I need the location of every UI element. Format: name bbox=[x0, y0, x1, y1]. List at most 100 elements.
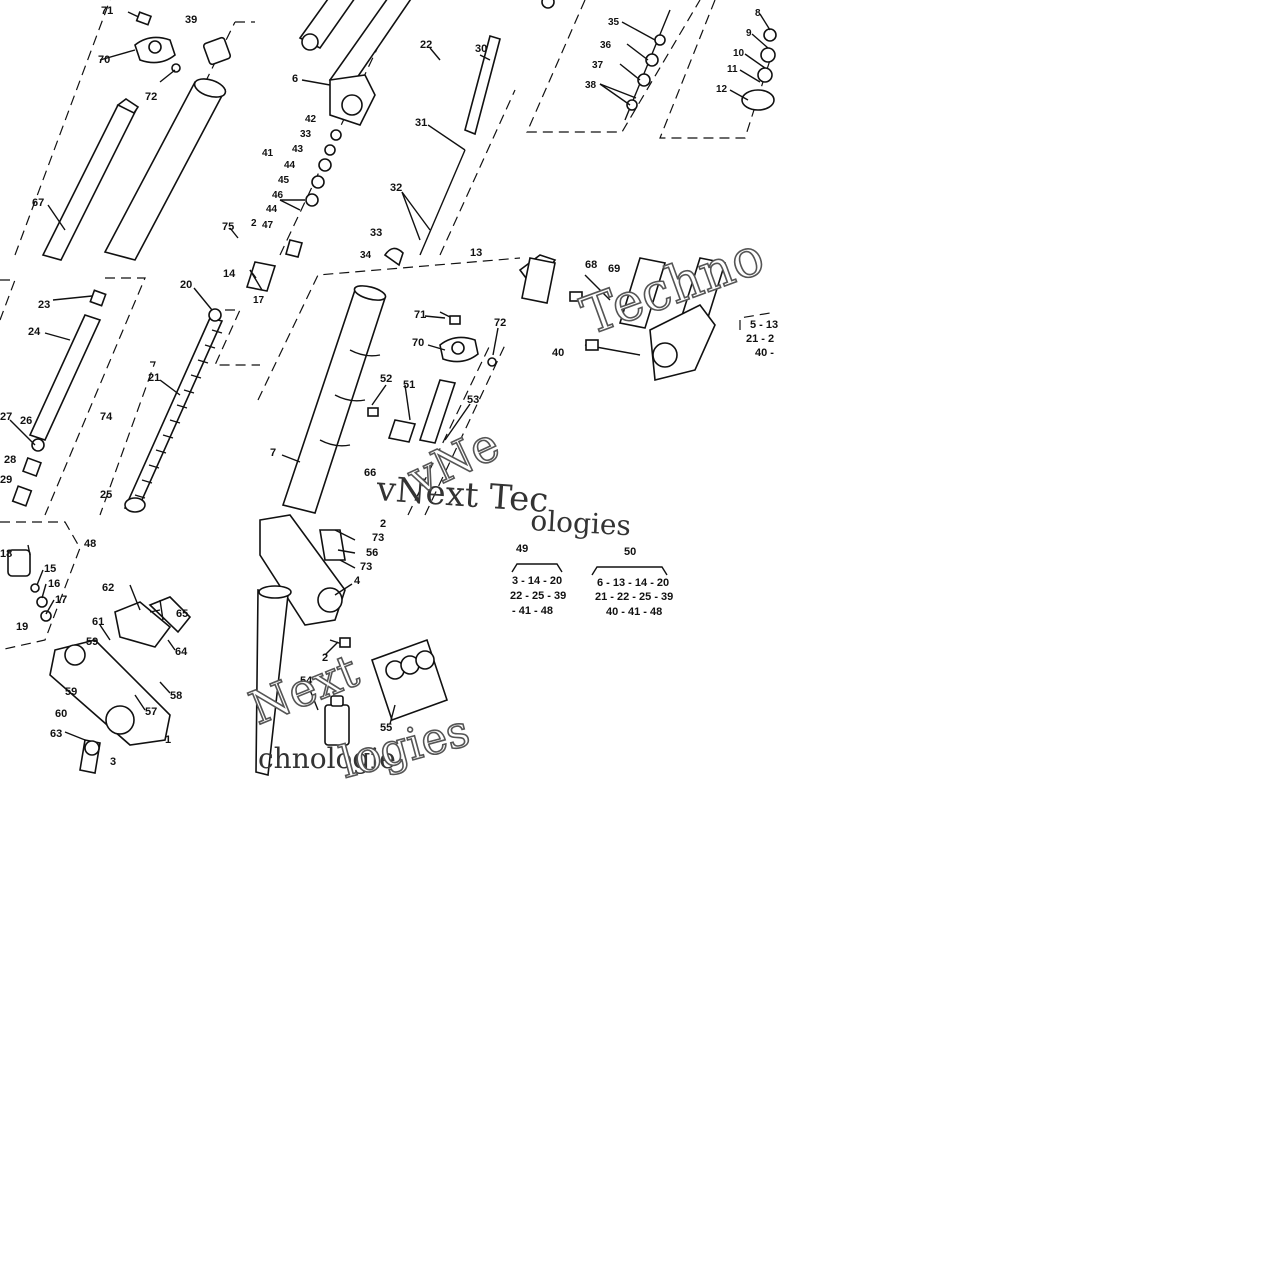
part-label: 19 bbox=[16, 621, 28, 633]
part-label: 73 bbox=[372, 532, 384, 544]
part-label: 25 bbox=[100, 489, 112, 501]
nut-part bbox=[202, 36, 232, 66]
part-label: 55 bbox=[380, 722, 392, 734]
part-label: 30 bbox=[475, 43, 487, 55]
part-label: 2 bbox=[322, 652, 328, 664]
part-label: 56 bbox=[366, 547, 378, 559]
kit-text: 40 - bbox=[755, 347, 774, 359]
part-label: 32 bbox=[390, 182, 402, 194]
part-label: 64 bbox=[175, 646, 188, 658]
fork-tube-large bbox=[281, 285, 387, 514]
clamp-part bbox=[134, 36, 176, 64]
part-label: 13 bbox=[470, 247, 482, 259]
kit-number: 49 bbox=[516, 543, 528, 555]
part-label: 48 bbox=[84, 538, 96, 550]
part-label: 14 bbox=[223, 268, 236, 280]
part-label: 62 bbox=[102, 582, 114, 594]
kit-line: 3 - 14 - 20 bbox=[512, 575, 562, 587]
lower-triple-clamp bbox=[259, 514, 346, 626]
part-label: 33 bbox=[370, 227, 382, 239]
kit-line: 22 - 25 - 39 bbox=[510, 590, 566, 602]
kit-text: 21 - 2 bbox=[746, 333, 774, 345]
leader-lines bbox=[27, 544, 176, 741]
part-label: 6 bbox=[292, 73, 298, 85]
fork-spring bbox=[123, 308, 224, 512]
part-label: 29 bbox=[0, 474, 12, 486]
bolt-part bbox=[584, 339, 641, 356]
leader-lines bbox=[307, 529, 396, 725]
lower-leg-bracket bbox=[329, 74, 376, 126]
fork-tube-outer bbox=[41, 98, 140, 261]
part-label: 70 bbox=[412, 337, 424, 349]
brake-bracket bbox=[367, 379, 457, 444]
damper-rod bbox=[419, 34, 501, 256]
watermark-text: logies bbox=[335, 705, 475, 788]
part-label: 63 bbox=[50, 728, 62, 740]
part-label: 2 bbox=[380, 518, 386, 530]
small-parts-stack bbox=[11, 438, 146, 513]
part-label: 36 bbox=[600, 40, 612, 51]
part-label: 74 bbox=[100, 411, 113, 423]
part-label: 23 bbox=[38, 299, 50, 311]
part-label: 72 bbox=[494, 317, 506, 329]
bolt-part bbox=[439, 311, 461, 325]
part-label: 28 bbox=[4, 454, 16, 466]
part-label: 3 bbox=[110, 756, 116, 768]
fork-bottom-bracket bbox=[649, 303, 716, 382]
part-label: 44 bbox=[266, 204, 278, 215]
part-label: 71 bbox=[101, 5, 113, 17]
part-label: 68 bbox=[585, 259, 597, 271]
panel-fork-center: 71 72 70 52 51 53 7 66 2 bbox=[257, 254, 557, 530]
part-label: 43 bbox=[292, 144, 304, 155]
part-label: 40 bbox=[552, 347, 564, 359]
part-label: 67 bbox=[32, 197, 44, 209]
kit-line: - 41 - 48 bbox=[512, 605, 553, 617]
part-label: 34 bbox=[360, 250, 372, 261]
part-label: 12 bbox=[716, 84, 728, 95]
part-label: 42 bbox=[305, 114, 317, 125]
kit-49-callout: 49 3 - 14 - 20 22 - 25 - 39 - 41 - 48 bbox=[510, 543, 566, 617]
part-label: 70 bbox=[98, 54, 110, 66]
kit-text: 5 - 13 bbox=[750, 319, 778, 331]
kit-50-callout: 50 6 - 13 - 14 - 20 21 - 22 - 25 - 39 40… bbox=[591, 546, 673, 618]
part-label: 44 bbox=[284, 160, 296, 171]
steering-stem-parts bbox=[7, 549, 52, 622]
watermark-text: ologies bbox=[530, 504, 632, 542]
part-label: 27 bbox=[0, 411, 12, 423]
panel-fork-top-right: 35 36 37 38 8 9 10 11 12 bbox=[526, 0, 777, 139]
part-label: 26 bbox=[20, 415, 32, 427]
panel-triple-clamp: 48 18 15 16 17 19 62 65 61 59 64 58 57 5… bbox=[0, 521, 192, 774]
oil-bottle bbox=[324, 695, 350, 746]
part-label: 35 bbox=[608, 17, 620, 28]
part-label: 8 bbox=[755, 8, 761, 19]
part-label: 33 bbox=[300, 129, 312, 140]
part-label: 9 bbox=[746, 28, 752, 39]
leader-lines bbox=[599, 13, 771, 106]
part-label: 57 bbox=[145, 706, 157, 718]
part-label: 7 bbox=[270, 447, 276, 459]
fork-tube-upper bbox=[298, 0, 355, 51]
small-parts-stack bbox=[285, 129, 342, 258]
part-label: 4 bbox=[354, 575, 361, 587]
kit-number: 50 bbox=[624, 546, 636, 558]
part-label: 59 bbox=[65, 686, 77, 698]
part-label: 71 bbox=[414, 309, 426, 321]
damper-cartridge bbox=[28, 289, 107, 441]
part-label: 18 bbox=[0, 548, 12, 560]
part-label: 66 bbox=[364, 467, 376, 479]
axle-holder bbox=[245, 261, 277, 292]
leader-lines bbox=[279, 47, 491, 241]
part-label: 61 bbox=[92, 616, 104, 628]
panel-clamp-and-kit: 73 56 73 4 2 54 55 bbox=[255, 514, 449, 776]
part-label: 38 bbox=[585, 80, 597, 91]
part-label: 24 bbox=[28, 326, 41, 338]
bolt-part bbox=[129, 584, 164, 621]
part-label: 60 bbox=[55, 708, 67, 720]
part-label: 31 bbox=[415, 117, 427, 129]
triple-clamp-bottom bbox=[49, 639, 171, 746]
part-label: 21 bbox=[148, 372, 160, 384]
part-label: 54 bbox=[300, 675, 313, 687]
watermark-text: chnologie bbox=[258, 742, 396, 775]
part-label: 20 bbox=[180, 279, 192, 291]
